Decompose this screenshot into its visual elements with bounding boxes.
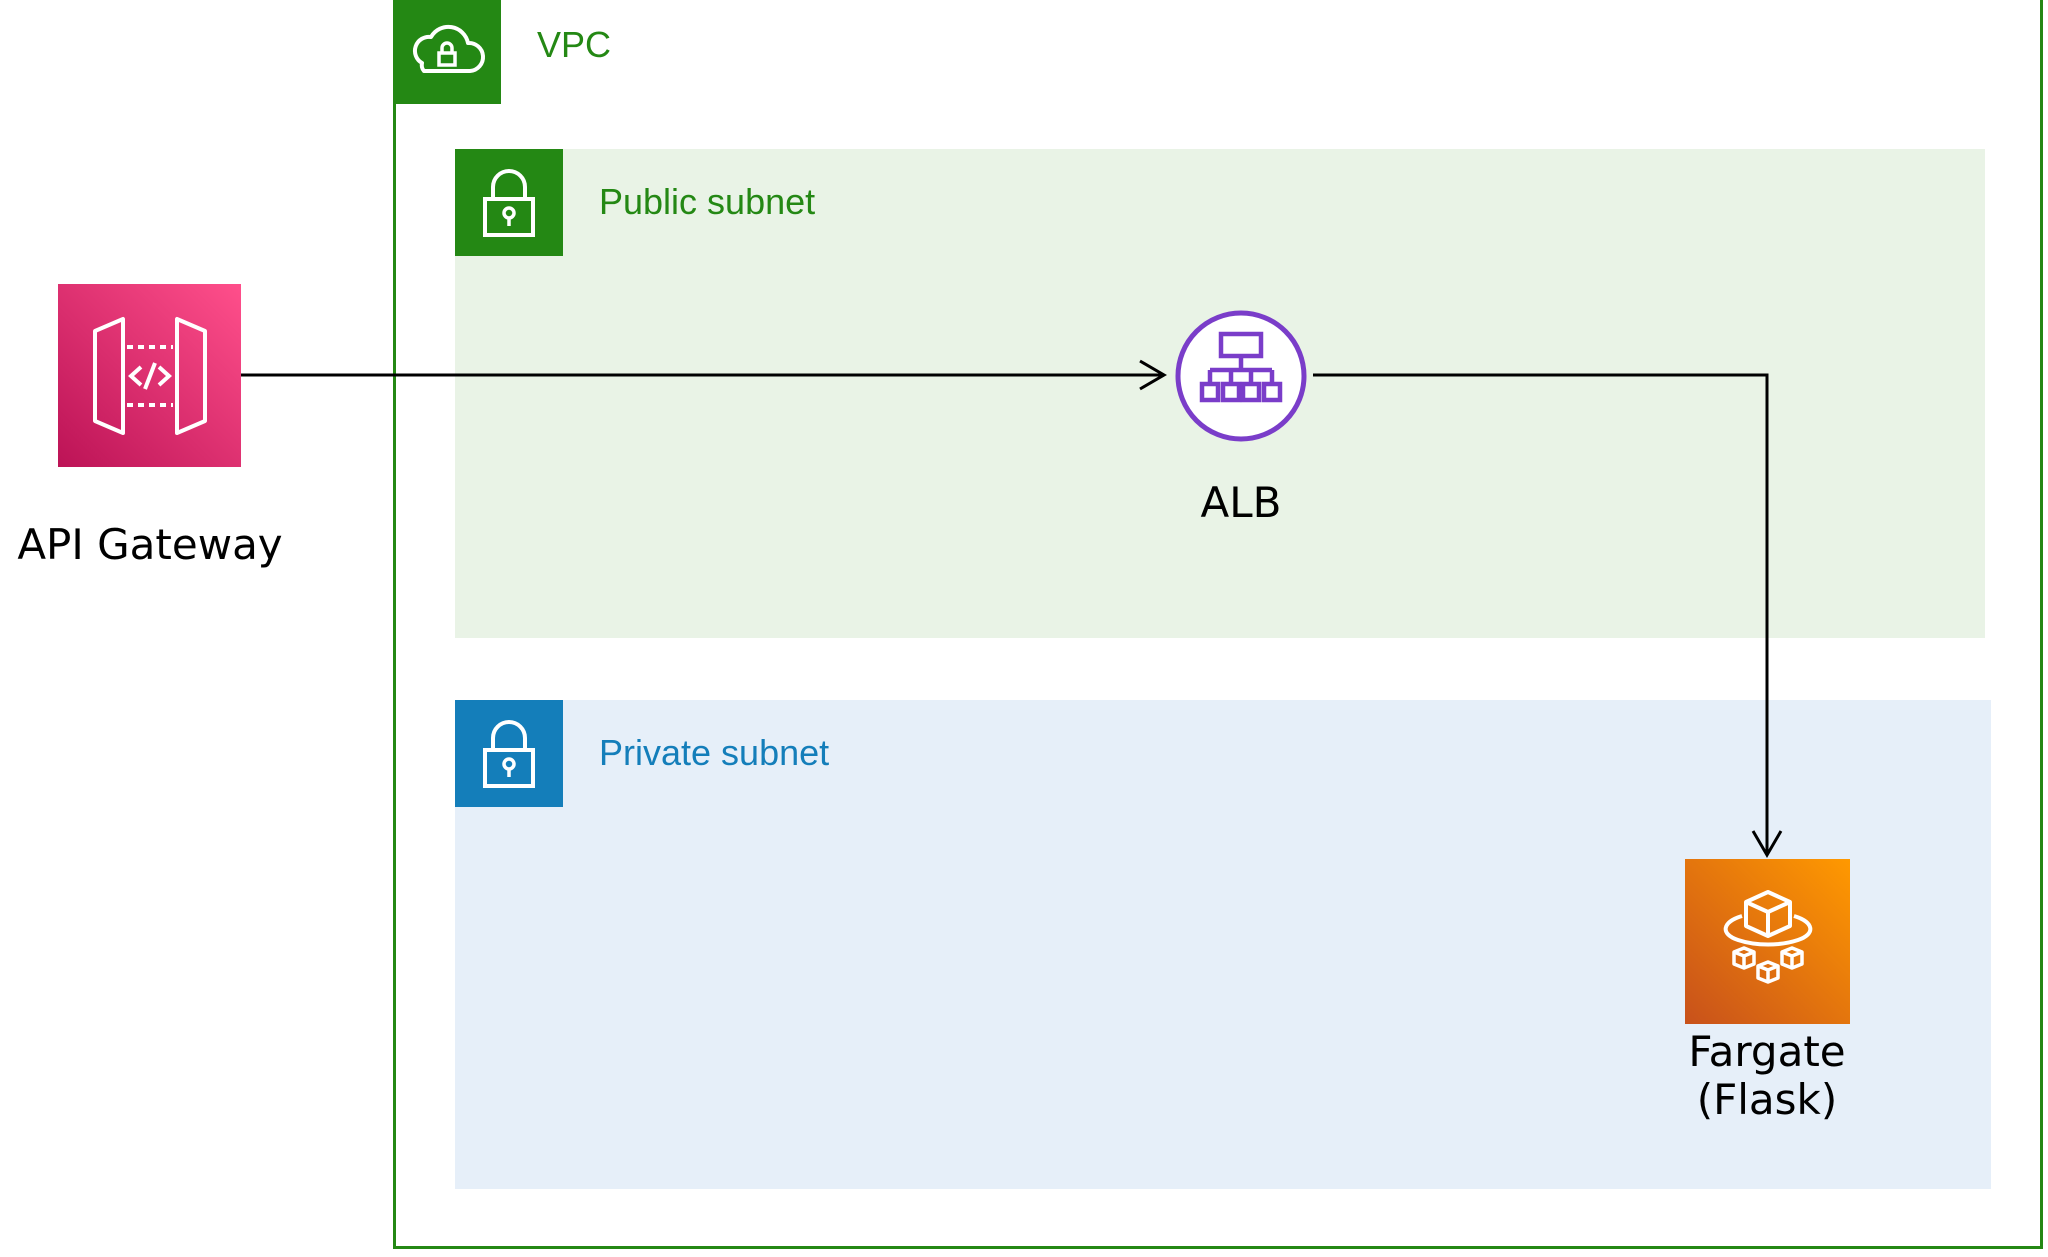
private-subnet-label: Private subnet: [599, 732, 830, 773]
api-gateway-label: API Gateway: [17, 520, 283, 569]
vpc-cloud-lock-icon: [393, 0, 501, 104]
private-subnet-lock-icon: [455, 700, 563, 807]
public-subnet-lock-icon: [455, 149, 563, 256]
fargate-label: Fargate (Flask): [1617, 1028, 1917, 1124]
vpc-group: [393, 0, 2043, 1249]
fargate-label-line2: (Flask): [1696, 1075, 1838, 1124]
api-gateway-icon: [58, 284, 241, 467]
load-balancer-icon: [1173, 308, 1309, 444]
fargate-label-line1: Fargate: [1688, 1027, 1846, 1076]
public-subnet-label: Public subnet: [599, 181, 816, 222]
fargate-icon: [1685, 859, 1850, 1024]
vpc-label: VPC: [537, 24, 612, 65]
alb-label: ALB: [1200, 478, 1282, 527]
